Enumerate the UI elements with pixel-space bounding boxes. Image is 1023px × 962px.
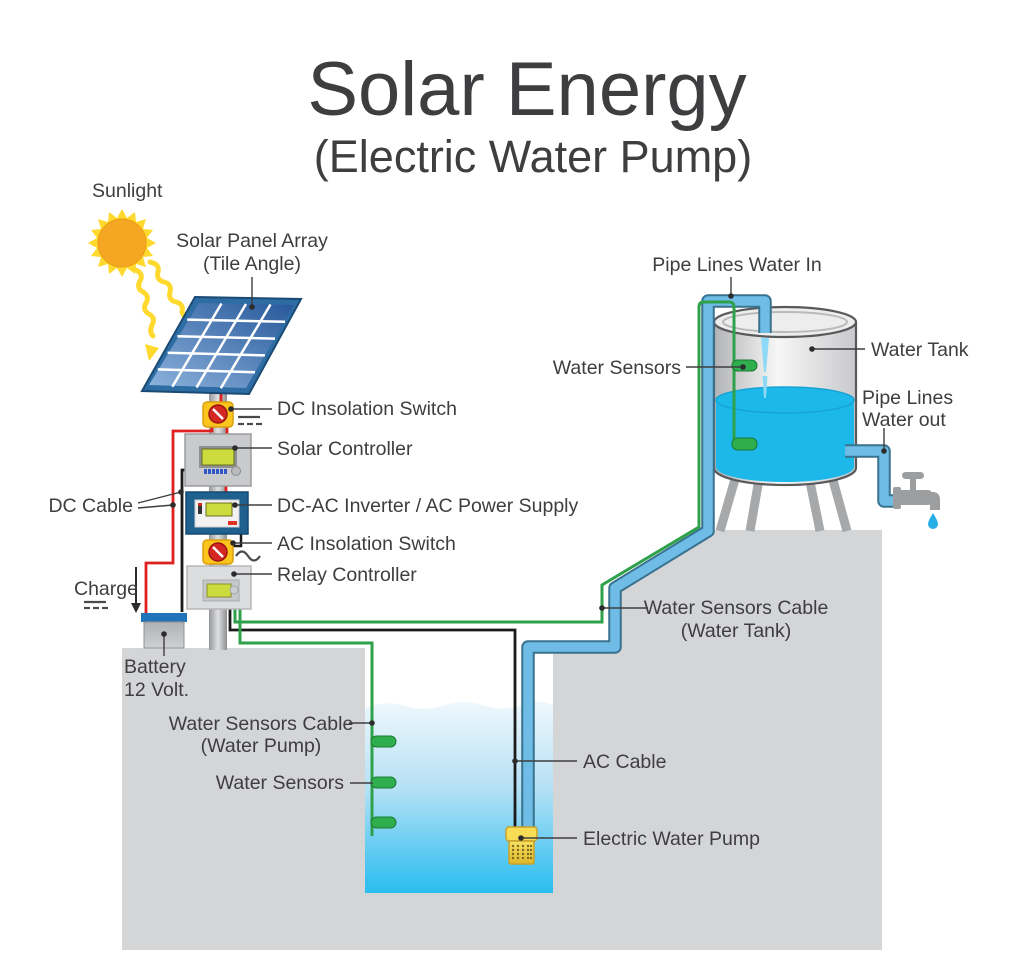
ac-cable: [228, 608, 517, 827]
pipe-water-out: [845, 444, 897, 508]
faucet: [893, 472, 940, 510]
label-dc-insolation-switch: DC Insolation Switch: [277, 398, 457, 420]
ac-symbol: [235, 550, 261, 562]
dip-switches: [204, 469, 227, 474]
page-subtitle: (Electric Water Pump): [314, 131, 752, 182]
panel-grid: [157, 302, 286, 389]
tank-water: [716, 400, 854, 482]
label-water-sensors-cable-pump-2: (Water Pump): [201, 735, 322, 757]
solar-controller: [184, 433, 252, 487]
charge-arrow: [131, 567, 141, 613]
label-ac-insolation-switch: AC Insolation Switch: [277, 533, 456, 555]
label-solar-panel-array: Solar Panel Array: [176, 230, 328, 252]
water-drop: [928, 513, 938, 529]
dc-cable-red: [144, 426, 214, 614]
pipe-water-in: [521, 294, 772, 833]
electric-water-pump: [505, 826, 538, 865]
label-battery-volt: 12 Volt.: [124, 679, 189, 701]
label-sunlight: Sunlight: [92, 180, 163, 202]
label-battery: Battery: [124, 656, 186, 678]
label-water-tank: Water Tank: [871, 339, 969, 361]
water-jet: [761, 338, 769, 398]
well-water: [365, 701, 553, 893]
dc-insolation-switch: [202, 401, 234, 428]
pump-grille: [511, 844, 533, 860]
label-water-sensors-cable-pump: Water Sensors Cable: [169, 713, 354, 735]
dc-symbol-charge: [84, 600, 108, 610]
label-pipe-lines-water-out: Pipe Lines: [862, 387, 953, 409]
page-title: Solar Energy: [307, 47, 746, 132]
well-water-sensors: [370, 735, 397, 829]
label-dc-ac-inverter: DC-AC Inverter / AC Power Supply: [277, 495, 579, 517]
label-charge: Charge: [74, 578, 138, 600]
label-electric-water-pump: Electric Water Pump: [583, 828, 760, 850]
label-ac-cable: AC Cable: [583, 751, 666, 773]
label-water-sensors-tank: Water Sensors: [553, 357, 681, 379]
label-dc-cable: DC Cable: [48, 495, 133, 517]
label-pipe-lines-water-out-2: Water out: [862, 409, 946, 431]
pointer-lines: [137, 277, 887, 841]
label-water-sensors-cable-tank: Water Sensors Cable: [644, 597, 829, 619]
label-water-sensors-pump: Water Sensors: [216, 772, 344, 794]
dc-symbol-switch: [238, 415, 262, 426]
label-tile-angle: (Tile Angle): [203, 253, 301, 275]
ac-insolation-switch: [202, 539, 234, 565]
solar-panel: [140, 295, 303, 396]
relay-controller: [186, 565, 252, 610]
ground-platform: [122, 530, 882, 950]
label-water-sensors-cable-tank-2: (Water Tank): [681, 620, 792, 642]
sun-icon: [88, 209, 156, 277]
water-sensor-cable-tank: [233, 300, 736, 624]
label-solar-controller: Solar Controller: [277, 438, 413, 460]
label-pipe-lines-water-in: Pipe Lines Water In: [652, 254, 821, 276]
dc-ac-inverter: [185, 491, 249, 535]
label-relay-controller: Relay Controller: [277, 564, 417, 586]
